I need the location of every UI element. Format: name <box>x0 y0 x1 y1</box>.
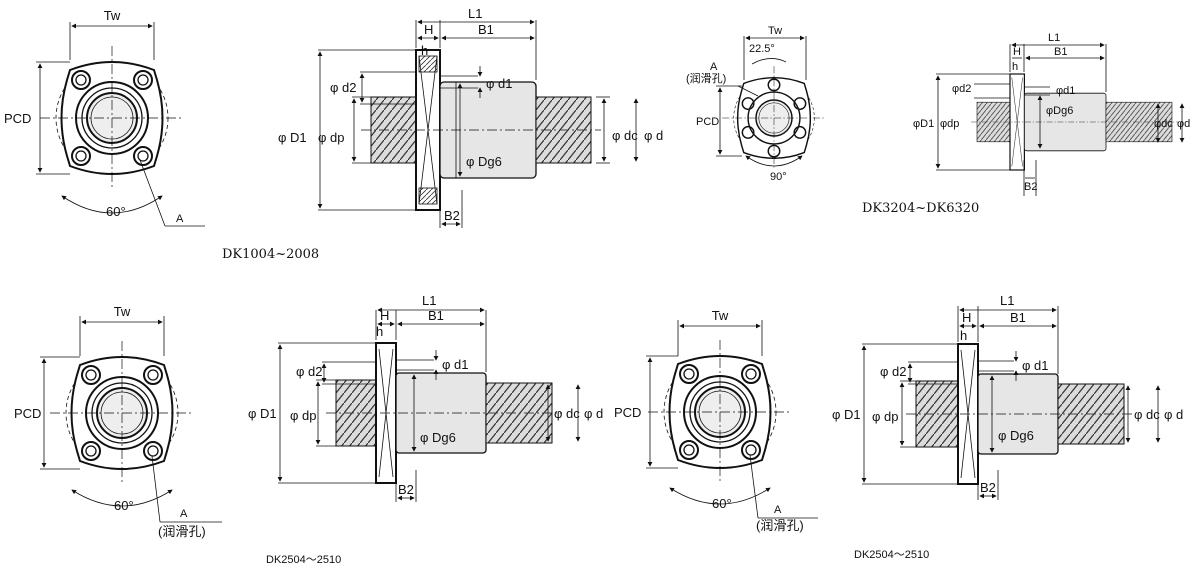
label-d1-hole-3: φ d1 <box>442 357 469 372</box>
label-h-2: H <box>1013 46 1021 58</box>
label-l1: L1 <box>468 6 482 21</box>
label-b2-2: B2 <box>1024 181 1037 193</box>
label-dp-2: φdp <box>940 118 959 130</box>
side-view-2: L1 H B1 h φD1 φd2 φdp φd1 φDg6 φdc φd B2 <box>913 32 1190 196</box>
label-d1-hole-4: φ d1 <box>1022 358 1049 373</box>
label-dg6-2: φDg6 <box>1046 105 1073 117</box>
label-pcd-4: PCD <box>614 405 641 420</box>
label-lube-hole-4: (润滑孔) <box>756 518 804 533</box>
side-view-4: L1 H B1 h φ D1 φ d2 φ dp φ d1 φ Dg6 φ dc… <box>832 293 1183 500</box>
label-l1-2: L1 <box>1048 32 1060 44</box>
label-a-3: A <box>180 508 188 520</box>
label-dg6-3: φ Dg6 <box>420 430 456 445</box>
label-d: φ d <box>644 128 663 143</box>
label-tw-4: Tw <box>712 308 729 323</box>
label-b1-4: B1 <box>1010 310 1026 325</box>
label-dp-4: φ dp <box>872 409 899 424</box>
label-dp-3: φ dp <box>290 408 317 423</box>
label-d2: φ d2 <box>330 80 357 95</box>
label-b2-4: B2 <box>980 480 996 495</box>
label-dg6-4: φ Dg6 <box>998 428 1034 443</box>
label-dc-2: φdc <box>1154 118 1173 130</box>
label-d-4: φ d <box>1164 407 1183 422</box>
label-pcd-2: PCD <box>696 116 719 128</box>
label-tw-2: Tw <box>768 25 782 37</box>
label-b1: B1 <box>478 22 494 37</box>
label-lube-hole-2: (润滑孔) <box>686 71 726 85</box>
label-l1-3: L1 <box>422 293 436 308</box>
label-tw-3: Tw <box>114 304 131 319</box>
label-d1-hole: φ d1 <box>486 76 513 91</box>
label-d2-3: φ d2 <box>296 364 323 379</box>
label-h-small: h <box>421 43 428 58</box>
label-angle-4: 60° <box>712 496 732 511</box>
label-d1-hole-2: φd1 <box>1056 85 1075 97</box>
model-label-3: DK2504～2510 <box>266 554 341 566</box>
front-view-3: Tw PCD 60° A (润滑孔) <box>14 304 222 539</box>
front-view-2: Tw 22.5° A (润滑孔) PCD 90° <box>686 25 826 183</box>
label-h-small-4: h <box>960 328 967 343</box>
label-a: A <box>176 213 184 225</box>
model-label-2: DK3204~DK6320 <box>862 201 979 216</box>
label-a-2: A <box>710 61 718 73</box>
label-angle-22-5: 22.5° <box>749 43 775 55</box>
label-angle-90: 90° <box>770 171 787 183</box>
model-label-4: DK2504～2510 <box>854 549 929 561</box>
label-dg6: φ Dg6 <box>466 154 502 169</box>
label-d1-flange-2: φD1 <box>913 118 934 130</box>
label-d-2: φd <box>1177 118 1190 130</box>
label-angle-3: 60° <box>114 498 134 513</box>
label-a-4: A <box>774 504 782 516</box>
label-lube-hole-3: (润滑孔) <box>158 524 206 539</box>
label-h-small-3: h <box>376 324 383 339</box>
label-l1-4: L1 <box>1000 293 1014 308</box>
label-h-3: H <box>380 308 389 323</box>
label-dc-3: φ dc <box>554 406 580 421</box>
label-d1-flange-3: φ D1 <box>248 406 277 421</box>
side-view-3: L1 H B1 h φ D1 φ d2 φ dp φ d1 φ Dg6 φ dc… <box>248 293 603 502</box>
label-b1-3: B1 <box>428 308 444 323</box>
label-tw: Tw <box>104 8 121 23</box>
label-h-4: H <box>962 310 971 325</box>
label-dp: φ dp <box>318 130 345 145</box>
label-b1-2: B1 <box>1054 46 1067 58</box>
label-b2-3: B2 <box>398 482 414 497</box>
label-h-small-2: h <box>1012 61 1018 73</box>
front-view-4: Tw PCD 60° A (润滑孔) <box>614 308 818 533</box>
label-pcd: PCD <box>4 111 31 126</box>
label-h: H <box>424 22 433 37</box>
model-label-1: DK1004~2008 <box>222 247 319 262</box>
label-d2-4: φ d2 <box>880 364 907 379</box>
label-d1-flange-4: φ D1 <box>832 407 861 422</box>
label-dc-4: φ dc <box>1134 407 1160 422</box>
label-pcd-3: PCD <box>14 406 41 421</box>
label-dc: φ dc <box>612 128 638 143</box>
label-d2-2: φd2 <box>952 83 971 95</box>
front-view-1: Tw PCD 60° A <box>4 8 205 227</box>
label-d1-flange: φ D1 <box>278 130 307 145</box>
side-view-1: L1 H B1 h φ D1 φ d2 φ dp φ d1 φ Dg6 φ dc… <box>278 6 663 228</box>
label-d-3: φ d <box>584 406 603 421</box>
label-angle: 60° <box>106 204 126 219</box>
label-b2: B2 <box>444 208 460 223</box>
